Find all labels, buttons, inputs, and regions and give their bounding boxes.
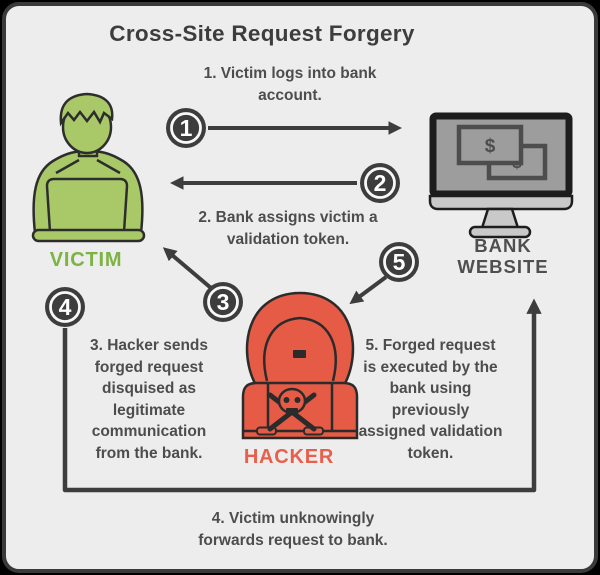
victim-laptop-base [31, 228, 146, 243]
hacker-face-shadow [293, 350, 306, 358]
step-1-text: 1. Victim logs into bank account. [203, 65, 377, 104]
step-2-text: 2. Bank assigns victim a validation toke… [198, 209, 378, 248]
hacker-hood [245, 291, 355, 389]
victim-laptop-user-icon [31, 92, 146, 243]
step-5-text: 5. Forged request is executed by the ban… [358, 337, 503, 462]
svg-text:2: 2 [374, 170, 387, 196]
svg-text:1: 1 [180, 115, 193, 141]
hacker-hood-opening [263, 316, 337, 382]
victim-laptop-lid [45, 177, 129, 234]
monitor-base [468, 225, 532, 239]
bank-website-label: BANK WEBSITE [457, 235, 549, 277]
diagram-title: Cross-Site Request Forgery [109, 21, 415, 46]
arrow-step-4-path [62, 298, 542, 493]
hacker-hoodie-icon [241, 291, 359, 440]
step-3-text: 3. Hacker sends forged request disquised… [89, 337, 209, 462]
money-banknotes-icon: $ $ [456, 124, 548, 181]
skull-and-crossbones-icon [267, 387, 317, 432]
step-4-text: 4. Victim unknowingly forwards request t… [198, 510, 388, 549]
svg-text:3: 3 [217, 289, 230, 315]
step-5-badge: 5 [379, 242, 419, 282]
svg-text:4: 4 [59, 294, 72, 320]
svg-text:5: 5 [393, 249, 406, 275]
hacker-label: HACKER [243, 446, 335, 468]
bank-website-monitor-icon: $ $ [428, 112, 574, 239]
step-4-badge: 4 [45, 287, 85, 327]
step-1-badge: 1 [166, 108, 206, 148]
monitor-stand [480, 207, 520, 230]
arrow-step-3 [162, 247, 213, 290]
monitor-chin [428, 194, 574, 211]
victim-label: VICTIM [49, 249, 123, 271]
step-3-badge: 3 [203, 282, 243, 322]
victim-hair [59, 92, 114, 127]
dollar-icon: $ [485, 136, 496, 157]
arrow-step-5 [349, 275, 388, 305]
step-2-badge: 2 [360, 163, 400, 203]
